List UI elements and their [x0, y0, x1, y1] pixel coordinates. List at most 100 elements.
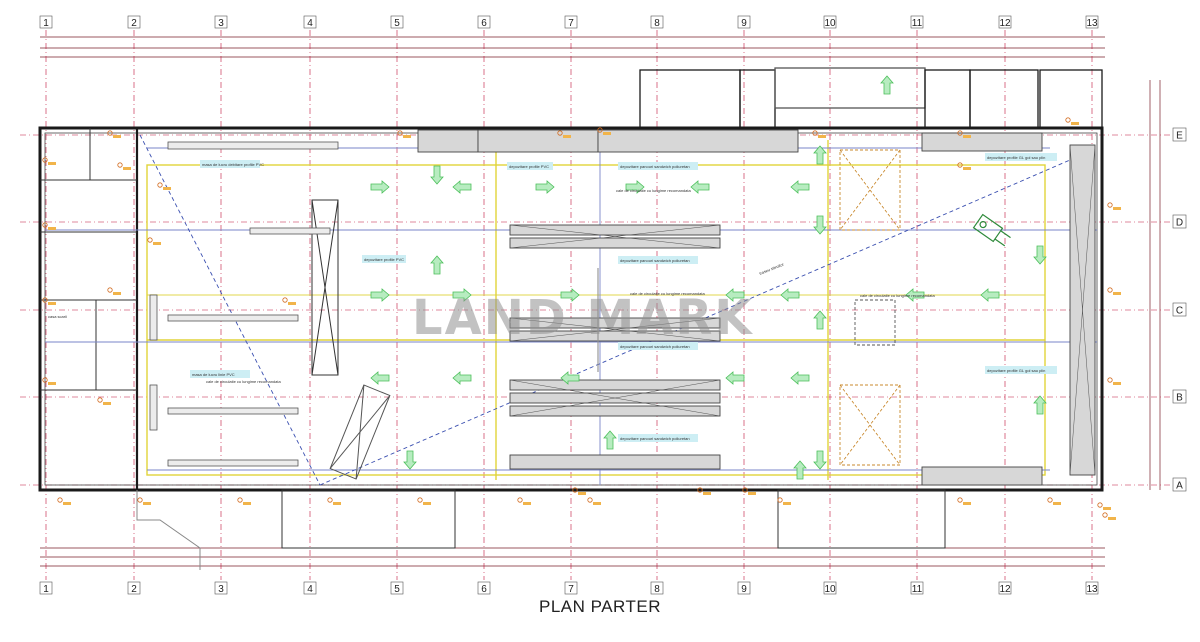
annotation-tag-icon — [163, 187, 171, 190]
annotation-marker-icon — [42, 377, 48, 383]
annotation-marker-icon — [42, 222, 48, 228]
flow-arrow-icon — [625, 180, 645, 194]
column-axis-label-6: 6 — [481, 584, 487, 595]
annotation-tag-icon — [963, 135, 971, 138]
label-travel-lane-2: cale de circulatie cu lungime recomandat… — [630, 291, 705, 296]
column-axis-box-1 — [39, 15, 53, 29]
annotation-tag-icon — [153, 242, 161, 245]
row-axis-label-C: C — [1176, 306, 1183, 317]
row-axis-box-C — [1172, 302, 1187, 317]
column-axis-label-1: 1 — [43, 18, 49, 29]
column-axis-label-12: 12 — [999, 584, 1011, 595]
annotation-tag-icon — [113, 135, 121, 138]
annotation-marker-icon — [57, 497, 63, 503]
column-axis-box-6 — [477, 581, 491, 595]
annotation-marker-icon — [327, 497, 333, 503]
annotation-marker-icon — [517, 497, 523, 503]
flow-arrow-icon — [813, 215, 827, 235]
column-axis-box-8 — [650, 15, 664, 29]
column-axis-label-11: 11 — [912, 18, 923, 29]
annotation-tag-icon — [143, 502, 151, 505]
flow-arrow-icon — [452, 288, 472, 302]
label-work-table-2: masa de lucru linie PVC — [192, 372, 235, 377]
annotation-tag-icon — [963, 502, 971, 505]
column-axis-label-1: 1 — [43, 584, 49, 595]
column-axis-box-5 — [390, 581, 404, 595]
annotation-tag-icon — [63, 502, 71, 505]
annotation-tag-icon — [783, 502, 791, 505]
column-axis-label-12: 12 — [999, 18, 1011, 29]
annotation-tag-icon — [48, 382, 56, 385]
flow-arrows — [370, 75, 1047, 480]
row-axis-box-A — [1172, 477, 1187, 492]
annotation-tag-icon — [1108, 517, 1116, 520]
annotation-tag-icon — [1113, 382, 1121, 385]
column-axis-box-12 — [998, 581, 1012, 595]
column-axis-box-9 — [737, 581, 751, 595]
column-axis-label-6: 6 — [481, 18, 487, 29]
column-axis-box-3 — [214, 15, 228, 29]
flow-arrow-icon — [793, 460, 807, 480]
annotation-tag-icon — [423, 502, 431, 505]
annotation-tag-icon — [1113, 207, 1121, 210]
label-forklift-path: traseu stivuitor — [759, 261, 786, 276]
column-axis-label-8: 8 — [654, 584, 660, 595]
row-axis-box-D — [1172, 214, 1187, 229]
label-stair-hall: casa scarii — [48, 314, 67, 319]
annotation-marker-icon — [957, 497, 963, 503]
flow-arrow-icon — [430, 255, 444, 275]
annotation-tag-icon — [333, 502, 341, 505]
annotation-marker-icon — [812, 130, 818, 136]
label-storage-pvc-2: depozitare profile PVC — [364, 257, 404, 262]
flow-arrow-icon — [690, 180, 710, 194]
column-axis-box-11 — [910, 581, 924, 595]
annotation-tag-icon — [1053, 502, 1061, 505]
flow-arrow-icon — [370, 371, 390, 385]
flow-arrow-icon — [403, 450, 417, 470]
equipment-zones — [839, 149, 901, 466]
row-axis-box-E — [1172, 127, 1187, 142]
column-axis-label-9: 9 — [741, 18, 747, 29]
flow-arrow-icon — [980, 288, 1000, 302]
flow-arrow-icon — [813, 145, 827, 165]
label-storage-gl-2: depozitare profile GL gol sau plin — [987, 368, 1045, 373]
flow-arrow-icon — [790, 180, 810, 194]
flow-arrow-icon — [780, 288, 800, 302]
column-axis-label-3: 3 — [218, 584, 224, 595]
annotation-tag-icon — [103, 402, 111, 405]
column-axis-box-7 — [564, 15, 578, 29]
forklift-icon — [972, 213, 1011, 247]
annotation-tag-icon — [48, 227, 56, 230]
annotation-tag-icon — [963, 167, 971, 170]
column-axis-box-8 — [650, 581, 664, 595]
annotation-marker-icon — [557, 130, 563, 136]
row-axis-label-D: D — [1176, 218, 1183, 229]
annotation-tag-icon — [1113, 292, 1121, 295]
annotation-tag-icon — [123, 167, 131, 170]
annotation-marker-icon — [1097, 502, 1103, 508]
column-axis-box-11 — [910, 15, 924, 29]
annotation-marker-icon — [417, 497, 423, 503]
annotation-tag-icon — [403, 135, 411, 138]
flow-arrow-icon — [535, 180, 555, 194]
annotation-marker-icon — [97, 397, 103, 403]
flow-arrow-icon — [430, 165, 444, 185]
annotation-tag-icon — [563, 135, 571, 138]
annotation-marker-icon — [957, 162, 963, 168]
loading-bays — [136, 489, 946, 570]
column-axis-label-5: 5 — [394, 18, 400, 29]
annotation-tag-icon — [288, 302, 296, 305]
annotation-tag-icon — [48, 162, 56, 165]
column-axis-label-13: 13 — [1086, 584, 1098, 595]
flow-arrow-icon — [603, 430, 617, 450]
flow-arrow-icon — [452, 371, 472, 385]
annotation-marker-icon — [957, 130, 963, 136]
annotation-marker-icon — [282, 297, 288, 303]
top-annex-rooms — [639, 67, 1103, 129]
annotation-marker-icon — [397, 130, 403, 136]
flow-arrow-icon — [905, 288, 925, 302]
label-work-table-1: masa de lucru debitare profile PVC — [202, 162, 264, 167]
annotation-marker-icon — [1047, 497, 1053, 503]
column-axis-label-5: 5 — [394, 584, 400, 595]
row-axis-label-A: A — [1176, 481, 1183, 492]
